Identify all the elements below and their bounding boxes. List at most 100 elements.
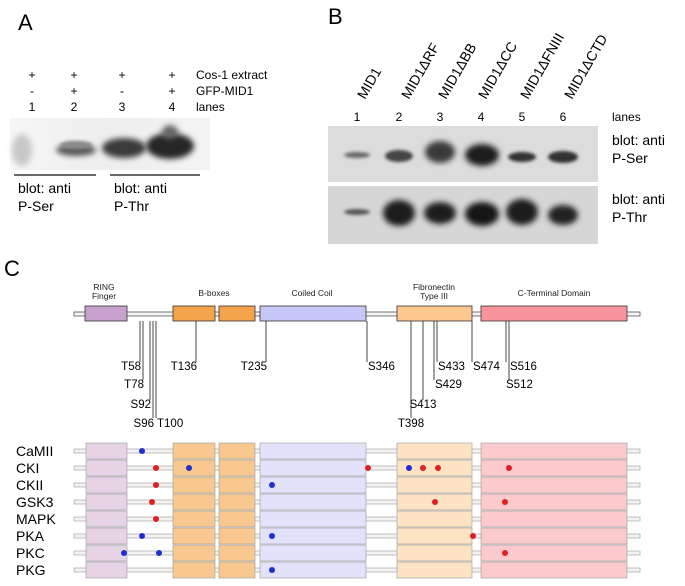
site-dot-blue (156, 550, 162, 556)
site-label: S433 (438, 361, 465, 373)
site-label: T100 (157, 418, 183, 430)
panel-c-domain-labels: RING Finger B-boxes Coiled Coil Fibronec… (92, 282, 591, 301)
panel-a-row-cos1: + + + + Cos-1 extract (28, 68, 268, 82)
panel-b-letter: B (328, 4, 343, 29)
site-label: T136 (171, 361, 197, 373)
panel-a-letter: A (18, 10, 33, 35)
site-ticks (139, 321, 510, 418)
panel-b-lane-numbers: 1 2 3 4 5 6 lanes (354, 110, 641, 124)
site-label: T78 (124, 379, 144, 391)
kinase-row-ckii (73, 476, 641, 494)
panel-a-blot-label-2b: P-Thr (114, 198, 149, 214)
panel-a-row-gfp: - + - + GFP-MID1 (30, 84, 254, 98)
site-dot-red (432, 499, 438, 505)
kinase-label: CaMII (16, 443, 53, 459)
panel-a-cell: + (28, 68, 35, 82)
panel-b-lane: 5 (519, 110, 526, 124)
panel-b-blot-label-1: blot: anti (612, 132, 665, 148)
panel-b: B MID1 MID1ΔRF MID1ΔBB MID1ΔCC MID1ΔFNII… (328, 4, 665, 244)
domain-label-ring-1: RING (93, 282, 114, 292)
site-label: S346 (368, 361, 395, 373)
domain-ctd (480, 305, 628, 322)
panel-a-row-label: lanes (196, 100, 225, 114)
panel-b-blot-label-2: blot: anti (612, 191, 665, 207)
site-dot-red (506, 465, 512, 471)
panel-b-lane: 6 (560, 110, 567, 124)
domain-label-fn-1: Fibronectin (413, 282, 455, 292)
panel-b-lanes-label: lanes (612, 110, 641, 124)
site-label: S96 (134, 418, 154, 430)
site-dot-red (153, 482, 159, 488)
panel-a-blot-image (10, 118, 210, 170)
site-label: S413 (410, 399, 437, 411)
site-dot-red (420, 465, 426, 471)
site-label: S429 (435, 379, 462, 391)
domain-fn (396, 305, 473, 322)
panel-b-lane: 1 (354, 110, 361, 124)
panel-b-construct: MID1ΔCC (475, 39, 520, 102)
panel-b-construct: MID1ΔCTD (561, 32, 611, 102)
domain-label-bbox: B-boxes (198, 288, 229, 298)
panel-a-cell: 4 (169, 100, 176, 114)
panel-b-blot-label-1b: P-Ser (612, 150, 648, 166)
panel-a-blot-label-1: blot: anti (18, 180, 71, 196)
domain-label-cc: Coiled Coil (291, 288, 332, 298)
site-dot-red (435, 465, 441, 471)
kinase-label: CKI (16, 460, 39, 476)
site-dot-red (470, 533, 476, 539)
panel-b-lane: 3 (437, 110, 444, 124)
site-dot-blue (139, 533, 145, 539)
site-dot-red (502, 499, 508, 505)
kinase-label: PKG (16, 562, 46, 578)
site-dot-blue (121, 550, 127, 556)
site-dot-red (153, 516, 159, 522)
site-label: S516 (510, 361, 537, 373)
site-dot-blue (186, 465, 192, 471)
kinase-row-gsk3 (73, 493, 641, 511)
panel-a-cell: 3 (119, 100, 126, 114)
domain-label-fn-2: Type III (420, 291, 448, 301)
kinase-row-pkg (73, 561, 641, 579)
site-dot-blue (269, 533, 275, 539)
site-dot-blue (269, 482, 275, 488)
kinase-label: PKA (16, 528, 45, 544)
kinase-row-pkc (73, 544, 641, 562)
panel-b-construct: MID1 (354, 64, 385, 101)
panel-b-blot-label-2b: P-Thr (612, 209, 647, 225)
site-dot-blue (406, 465, 412, 471)
domain-bbox-2 (218, 305, 256, 322)
panel-a-cell: + (168, 68, 175, 82)
kinase-row-cki (73, 459, 641, 477)
site-dot-red (502, 550, 508, 556)
protein-diagram (73, 305, 641, 322)
domain-ring (84, 305, 128, 322)
panel-a-row-label: Cos-1 extract (196, 68, 268, 82)
panel-a-row-label: GFP-MID1 (196, 84, 254, 98)
panel-a-cell: + (70, 68, 77, 82)
panel-a-cell: + (118, 68, 125, 82)
kinase-row-camii (73, 442, 641, 460)
panel-c: C RING Finger B-boxes Coiled Coil Fibron… (4, 256, 641, 579)
site-dot-red (149, 499, 155, 505)
panel-a-cell: 1 (29, 100, 36, 114)
site-label: S512 (506, 379, 533, 391)
site-dot-red (153, 465, 159, 471)
panel-b-blot-1 (328, 126, 598, 182)
panel-b-lane: 2 (396, 110, 403, 124)
panel-a-cell: - (120, 84, 124, 98)
site-labels: T58 T78 S92 S96 T100 T136 T235 S346 T398… (121, 361, 537, 430)
site-label: T58 (121, 361, 141, 373)
panel-a-blot-label-1b: P-Ser (18, 198, 54, 214)
site-dot-blue (139, 448, 145, 454)
panel-a-cell: 2 (71, 100, 78, 114)
site-label: S92 (131, 399, 151, 411)
panel-c-letter: C (4, 256, 20, 281)
site-dot-red (365, 465, 371, 471)
site-label: T235 (241, 361, 267, 373)
site-dot-blue (269, 567, 275, 573)
panel-b-blot-2 (328, 186, 598, 244)
panel-a: A + + + + Cos-1 extract - + - + GFP-MID1… (10, 10, 268, 214)
panel-a-cell: + (70, 84, 77, 98)
kinase-label: CKII (16, 477, 43, 493)
